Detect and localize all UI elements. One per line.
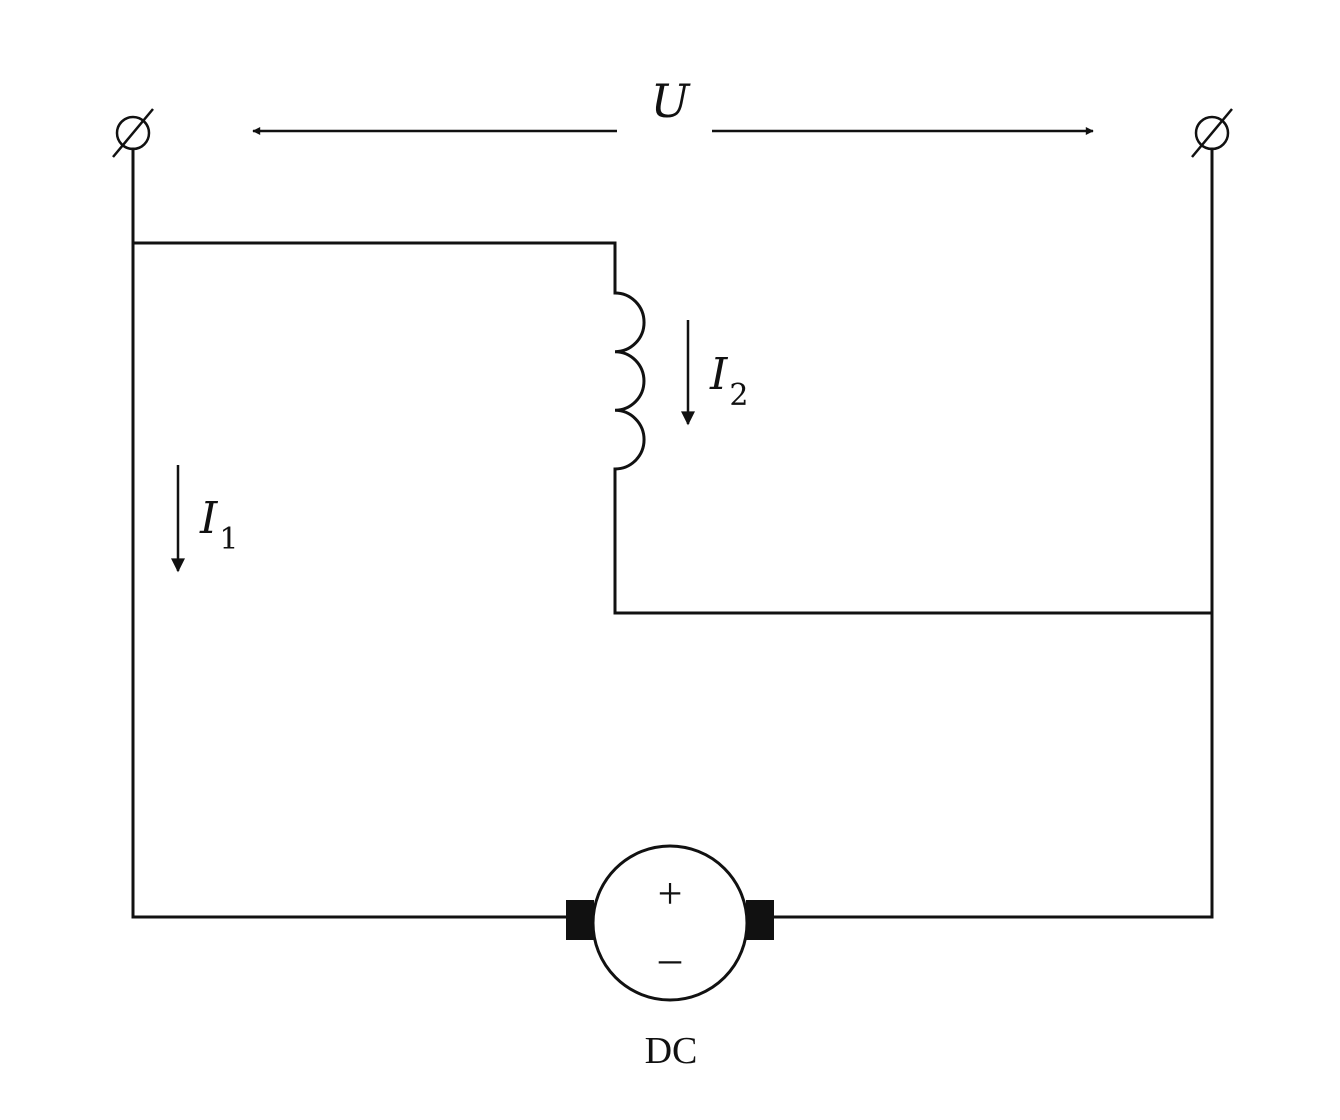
- current-i2-label: I2: [709, 349, 748, 413]
- dc-source-icon: + –: [566, 844, 774, 1002]
- wires: [131, 147, 1214, 919]
- current-i1-label: I1: [199, 493, 238, 557]
- source-minus-sign: –: [658, 934, 682, 983]
- source-right-contact: [746, 900, 774, 940]
- source-label: DC: [645, 1030, 698, 1072]
- voltage-label: U: [651, 74, 692, 128]
- source-plus-sign: +: [658, 869, 683, 918]
- inductor-coil-icon: [613, 291, 646, 471]
- source-left-contact: [566, 900, 594, 940]
- source-circle: [591, 844, 749, 1002]
